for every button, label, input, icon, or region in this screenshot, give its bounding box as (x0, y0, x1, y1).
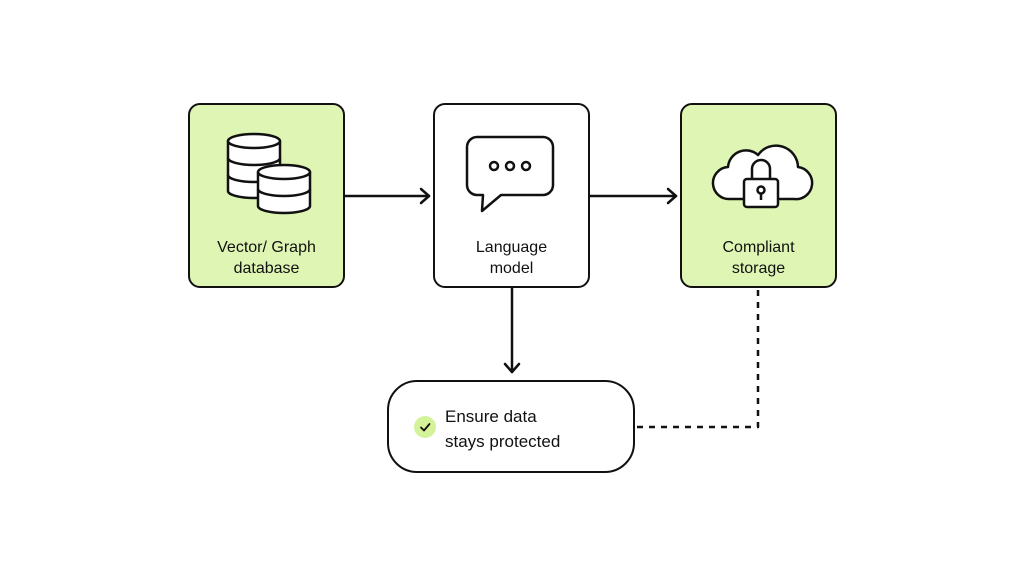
database-stack-icon (226, 132, 312, 215)
edge-storage-to-outcome-dashed (635, 290, 760, 429)
node-label: Language model (475, 239, 548, 277)
check-badge (414, 416, 436, 438)
chat-bubble-icon (465, 135, 555, 213)
node-language-model: Language model (433, 103, 590, 288)
cloud-lock-icon (711, 144, 814, 209)
check-icon (420, 423, 431, 432)
node-label: Compliant storage (722, 239, 795, 277)
node-label: Vector/ Graph database (217, 239, 316, 277)
outcome-pill: Ensure data stays protected (387, 380, 635, 473)
node-vector-graph-database: Vector/ Graph database (188, 103, 345, 288)
edge-database-to-model (343, 187, 431, 205)
edge-model-to-storage (588, 187, 678, 205)
edge-model-to-outcome (503, 286, 521, 374)
outcome-label: Ensure data stays protected (445, 407, 561, 451)
node-compliant-storage: Compliant storage (680, 103, 837, 288)
